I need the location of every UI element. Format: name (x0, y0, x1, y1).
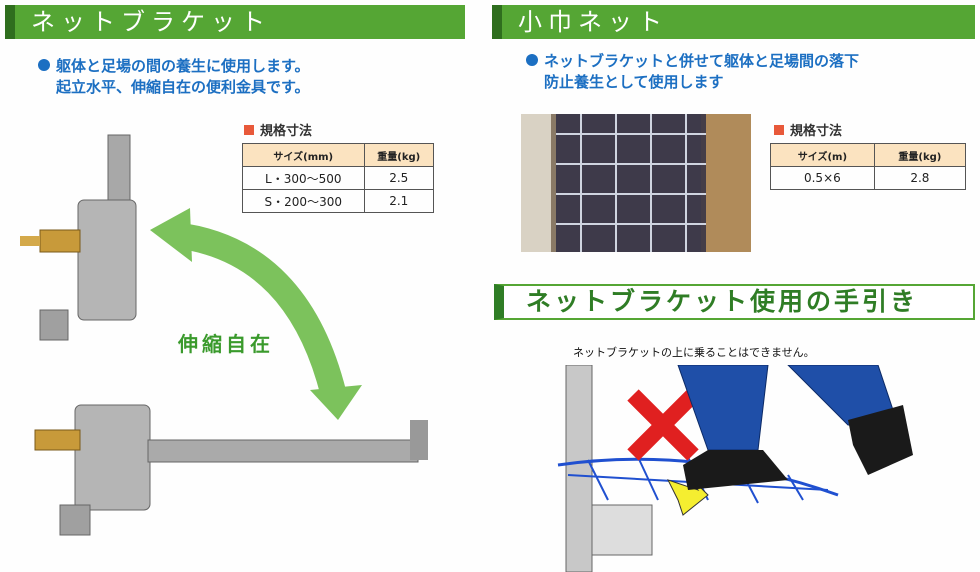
description-line: ネットブラケットと併せて躯体と足場間の落下 (544, 52, 860, 70)
cell: 2.5 (363, 166, 435, 190)
curved-arrow-icon (150, 208, 362, 420)
prohibited-x-icon (627, 389, 699, 461)
cell: S・200～300 (242, 189, 365, 213)
small-net-photo (521, 114, 751, 252)
bracket-photos (20, 134, 428, 536)
cell: 0.5×6 (770, 166, 875, 190)
spec-label-text: 規格寸法 (790, 124, 843, 139)
horizontal-bracket-image (34, 404, 428, 536)
small-net-description: ネットブラケットと併せて躯体と足場間の落下 防止養生として使用します (526, 51, 859, 93)
description-line: 起立水平、伸縮自在の便利金具です。 (56, 78, 310, 96)
description-line: 防止養生として使用します (544, 73, 724, 91)
spec-label: 規格寸法 (774, 120, 842, 139)
usage-illustration (557, 365, 913, 572)
usage-guide-header: ネットブラケット使用の手引き (494, 284, 975, 320)
column-header: 重量(kg) (873, 143, 967, 167)
cell: 2.8 (873, 166, 967, 190)
net-bracket-header: ネットブラケット (5, 5, 465, 39)
description-line: 躯体と足場の間の養生に使用します。 (56, 57, 310, 75)
cell: L・300～500 (242, 166, 365, 190)
usage-warning: ネットブラケットの上に乗ることはできません。 (573, 346, 815, 359)
stretch-label: 伸縮自在 (178, 332, 274, 356)
bullet-icon (526, 54, 538, 66)
spec-label-text: 規格寸法 (260, 124, 313, 139)
bullet-icon (38, 59, 50, 71)
small-net-header: 小巾ネット (492, 5, 975, 39)
column-header: サイズ(mm) (242, 143, 365, 167)
spec-label: 規格寸法 (244, 120, 312, 139)
cell: 2.1 (363, 189, 435, 213)
column-header: 重量(kg) (363, 143, 435, 167)
net-bracket-description: 躯体と足場の間の養生に使用します。 起立水平、伸縮自在の便利金具です。 (38, 56, 310, 98)
square-icon (774, 125, 784, 135)
vertical-bracket-image (20, 134, 137, 341)
column-header: サイズ(m) (770, 143, 875, 167)
square-icon (244, 125, 254, 135)
